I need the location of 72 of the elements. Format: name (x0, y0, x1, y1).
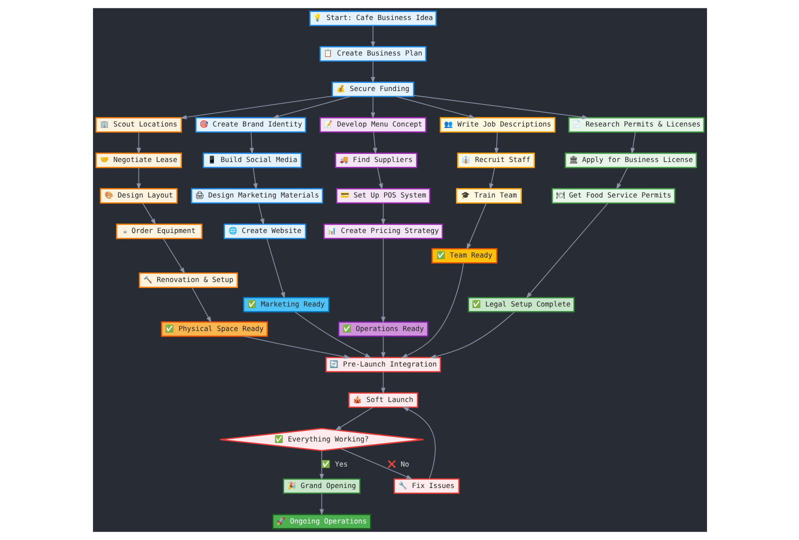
node-box: ✅ Legal Setup Complete (467, 296, 574, 312)
node-box: 🔧 Fix Issues (393, 478, 460, 494)
node-box: 🎉 Grand Opening (282, 478, 360, 494)
node-box: 🎓 Train Team (455, 188, 522, 204)
arrow (380, 336, 385, 359)
node-box: 🎨 Design Layout (99, 188, 178, 204)
node-box: 💰 Secure Funding (331, 82, 414, 98)
arrow (136, 167, 140, 190)
arrow (319, 493, 324, 516)
arrow (162, 238, 185, 274)
arrow (466, 202, 486, 250)
arrow (191, 287, 211, 323)
node-box: 💡 Start: Cafe Business Idea (308, 10, 436, 26)
arrow (370, 96, 375, 119)
arrow (526, 202, 608, 298)
node-box: 🏢 Scout Locations (95, 117, 182, 133)
arrow (370, 60, 375, 84)
node-box: 🎯 Create Brand Identity (194, 117, 306, 133)
arrow (258, 202, 264, 226)
arrow (294, 312, 371, 358)
arrow (272, 96, 350, 118)
arrow (402, 406, 436, 480)
arrow (616, 167, 628, 190)
node-box: 📱 Build Social Media (202, 152, 302, 168)
arrow (380, 238, 385, 324)
node-box: 💳 Set Up POS System (336, 188, 430, 204)
node-box: 🎪 Soft Launch (348, 392, 418, 408)
node-box: ✅ Team Ready (431, 248, 497, 264)
arrow (372, 132, 377, 154)
node-box: 🚀 Ongoing Operations (272, 514, 371, 530)
node-box: ✅ Physical Space Ready (160, 321, 268, 337)
arrow (340, 448, 412, 480)
node-box: ✅ Marketing Ready (242, 296, 329, 312)
arrow (252, 167, 258, 190)
node-box: 🤝 Negotiate Lease (95, 152, 182, 168)
node-box: 📄 Research Permits & Licenses (568, 117, 704, 133)
node-box: 📋 Create Business Plan (319, 46, 426, 62)
node-box: 📝 Develop Menu Concept (319, 117, 426, 133)
arrow (412, 95, 588, 120)
arrow (376, 167, 382, 190)
node-box: 🍽 Get Food Service Permits (551, 188, 675, 204)
arrow (266, 238, 284, 299)
arrow (370, 25, 375, 48)
arrow (319, 450, 324, 480)
arrow (488, 167, 495, 190)
arrow (180, 96, 332, 120)
node-box: ✅ Operations Ready (338, 321, 428, 337)
node-box: 📊 Create Pricing Strategy (322, 224, 443, 240)
arrow (242, 336, 350, 359)
arrow (400, 262, 464, 358)
node-diamond: ✅ Everything Working? (218, 428, 424, 452)
node-box: 🔄 Pre-Launch Integration (324, 356, 441, 372)
node-box: 👥 Write Job Descriptions (439, 117, 555, 133)
arrow (249, 132, 254, 154)
node-box: 🔨 Renovation & Setup (138, 272, 238, 288)
node-box: 🏛 Apply for Business License (564, 152, 696, 168)
node-box: 🌐 Create Website (223, 224, 306, 240)
arrow (380, 202, 385, 226)
node-box: 👔 Recruit Staff (456, 152, 534, 168)
edge-label: ❌ No (386, 460, 409, 469)
node-box: 🖨 Design Marketing Materials (190, 188, 323, 204)
arrow (334, 406, 373, 431)
arrow (429, 312, 514, 359)
arrow (630, 132, 636, 154)
node-box: ☕ Order Equipment (116, 224, 202, 240)
arrow (380, 372, 385, 394)
arrow (136, 132, 140, 154)
arrow (396, 96, 475, 119)
arrow (142, 202, 156, 226)
node-box: 🚚 Find Suppliers (334, 152, 417, 168)
edge-label: ✅ Yes (321, 460, 348, 469)
arrow (494, 132, 498, 154)
